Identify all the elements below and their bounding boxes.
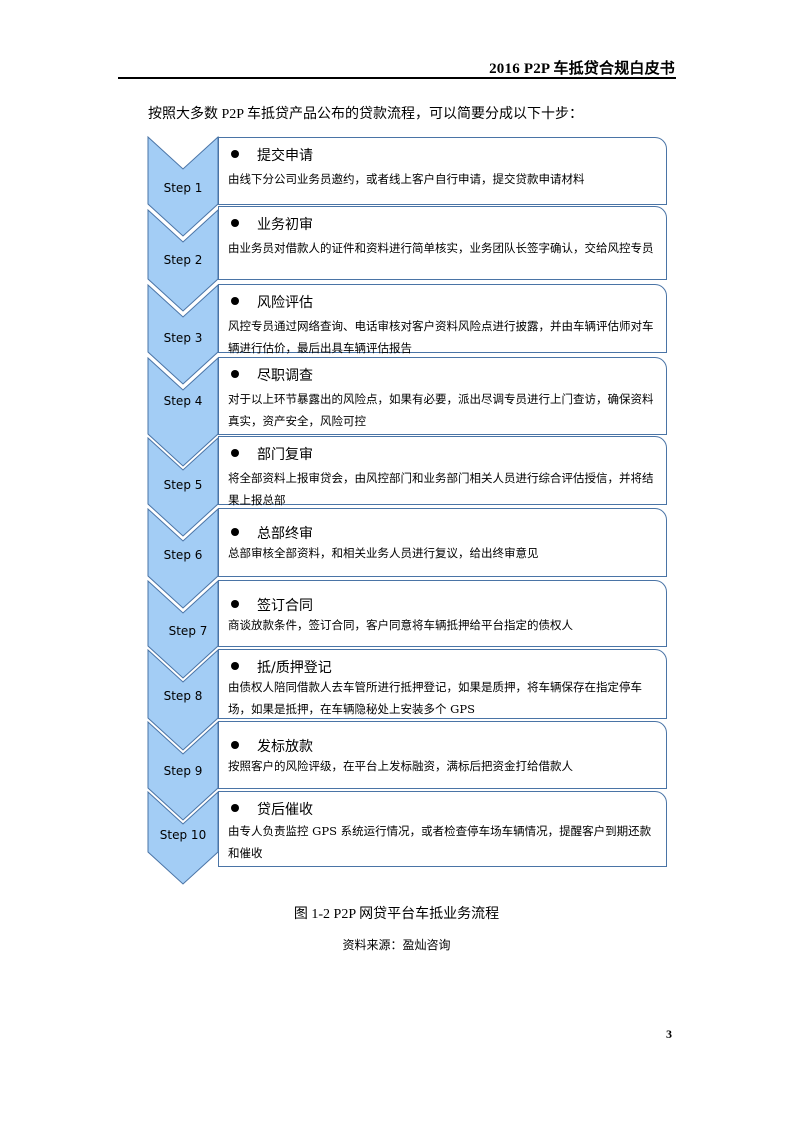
step-box-2: 业务初审 由业务员对借款人的证件和资料进行简单核实，业务团队长签字确认，交给风控… [218, 206, 667, 280]
step-description: 由业务员对借款人的证件和资料进行简单核实，业务团队长签字确认，交给风控专员 [228, 241, 654, 255]
step-label: Step 1 [163, 181, 203, 195]
step-description: 将全部资料上报审贷会，由风控部门和业务部门相关人员进行综合评估授信，并将结果上报… [228, 471, 654, 507]
step-title: 部门复审 [257, 447, 313, 463]
step-title: 发标放款 [257, 739, 313, 755]
bullet-icon [231, 662, 239, 670]
step-label: Step 8 [163, 689, 203, 703]
step-label: Step 3 [163, 331, 203, 345]
bullet-icon [231, 600, 239, 608]
step-label: Step 6 [163, 548, 203, 562]
step-label: Step 9 [163, 764, 203, 778]
document-title: 2016 P2P 车抵贷合规白皮书 [489, 61, 675, 77]
figure-caption: 图 1-2 P2P 网贷平台车抵业务流程 [293, 907, 500, 922]
intro-paragraph: 按照大多数 P2P 车抵贷产品公布的贷款流程，可以简要分成以下十步： [148, 107, 584, 122]
step-title: 风险评估 [257, 295, 313, 311]
step-box-6: 总部终审 总部审核全部资料，和相关业务人员进行复议，给出终审意见 [218, 508, 667, 577]
step-description: 由专人负责监控 GPS 系统运行情况，或者检查停车场车辆情况，提醒客户到期还款和… [228, 824, 652, 860]
header-divider [118, 77, 676, 79]
step-title: 抵/质押登记 [257, 660, 332, 676]
bullet-icon [231, 150, 239, 158]
step-title: 尽职调查 [257, 368, 313, 384]
step-description: 风控专员通过网络查询、电话审核对客户资料风险点进行披露，并由车辆评估师对车辆进行… [228, 319, 654, 355]
figure-source: 资料来源：盈灿咨询 [342, 938, 451, 952]
step-title: 提交申请 [257, 148, 313, 164]
step-label: Step 4 [163, 394, 203, 408]
step-title: 业务初审 [257, 217, 313, 233]
step-description: 由线下分公司业务员邀约，或者线上客户自行申请，提交贷款申请材料 [228, 172, 585, 186]
step-label: Step 7 [168, 624, 208, 638]
bullet-icon [231, 741, 239, 749]
step-box-9: 发标放款 按照客户的风险评级，在平台上发标融资，满标后把资金打给借款人 [218, 721, 667, 789]
step-box-10: 贷后催收 由专人负责监控 GPS 系统运行情况，或者检查停车场车辆情况，提醒客户… [218, 791, 667, 867]
step-box-8: 抵/质押登记 由债权人陪同借款人去车管所进行抵押登记，如果是质押，将车辆保存在指… [218, 649, 667, 719]
step-box-3: 风险评估 风控专员通过网络查询、电话审核对客户资料风险点进行披露，并由车辆评估师… [218, 284, 667, 355]
step-description: 总部审核全部资料，和相关业务人员进行复议，给出终审意见 [228, 546, 539, 560]
step-label: Step 2 [163, 253, 203, 267]
bullet-icon [231, 370, 239, 378]
page-number: 3 [666, 1027, 672, 1041]
bullet-icon [231, 297, 239, 305]
step-box-1: 提交申请 由线下分公司业务员邀约，或者线上客户自行申请，提交贷款申请材料 [218, 137, 667, 205]
step-description: 按照客户的风险评级，在平台上发标融资，满标后把资金打给借款人 [228, 759, 573, 773]
bullet-icon [231, 219, 239, 227]
bullet-icon [231, 449, 239, 457]
bullet-icon [231, 528, 239, 536]
step-box-5: 部门复审 将全部资料上报审贷会，由风控部门和业务部门相关人员进行综合评估授信，并… [218, 436, 667, 507]
step-title: 签订合同 [257, 598, 313, 614]
step-box-7: 签订合同 商谈放款条件，签订合同，客户同意将车辆抵押给平台指定的债权人 [218, 580, 667, 647]
step-description: 商谈放款条件，签订合同，客户同意将车辆抵押给平台指定的债权人 [228, 618, 573, 632]
step-title: 贷后催收 [257, 802, 313, 818]
step-box-4: 尽职调查 对于以上环节暴露出的风险点，如果有必要，派出尽调专员进行上门查访，确保… [218, 357, 667, 435]
step-title: 总部终审 [257, 526, 313, 542]
step-description: 对于以上环节暴露出的风险点，如果有必要，派出尽调专员进行上门查访，确保资料真实，… [228, 392, 654, 428]
step-description: 由债权人陪同借款人去车管所进行抵押登记，如果是质押，将车辆保存在指定停车场，如果… [228, 680, 642, 716]
step-label: Step 10 [159, 828, 207, 842]
bullet-icon [231, 804, 239, 812]
step-label: Step 5 [163, 478, 203, 492]
